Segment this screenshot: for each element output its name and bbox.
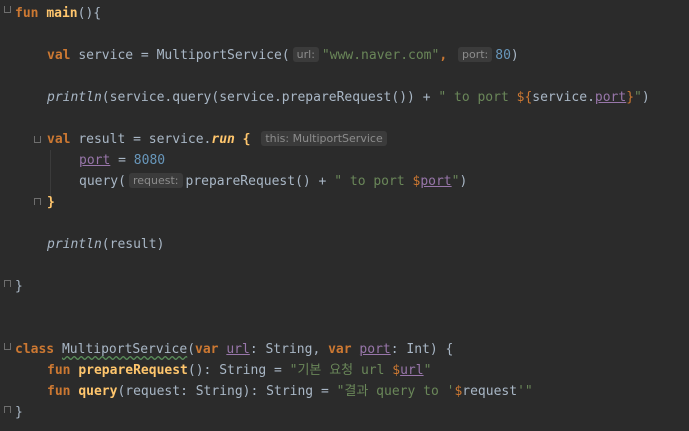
code-line-1[interactable]: fun main(){: [15, 4, 101, 24]
fold-marker-icon[interactable]: [4, 280, 11, 287]
fold-marker-icon[interactable]: [4, 6, 11, 13]
keyword: fun: [47, 363, 71, 378]
code-line-12[interactable]: fun query(request: String): String = "결과…: [47, 382, 533, 402]
code-text: (: [281, 48, 290, 63]
class-name: MultiportService: [61, 342, 188, 357]
code-line-9[interactable]: }: [15, 277, 23, 297]
editor-gutter: [0, 0, 14, 431]
property-ref: port: [594, 90, 627, 105]
code-text: ,: [439, 48, 455, 63]
fold-marker-icon[interactable]: [34, 136, 41, 143]
string-literal: "결과 query to ': [336, 384, 455, 399]
code-text: prepareRequest() +: [185, 174, 335, 189]
function-call: println: [47, 90, 102, 105]
code-text: (): String =: [187, 363, 290, 378]
string-literal: ": [423, 363, 432, 378]
lambda-brace: {: [234, 132, 259, 147]
code-text: : String,: [249, 342, 329, 357]
code-text: (result): [101, 237, 165, 252]
keyword: val: [47, 132, 71, 147]
keyword: fun: [15, 6, 39, 21]
template-dollar: $: [412, 174, 421, 189]
template-dollar: $: [454, 384, 463, 399]
template-brace: }: [626, 90, 635, 105]
inlay-hint: url:: [292, 47, 319, 62]
template-dollar: $: [392, 363, 401, 378]
keyword: class: [15, 342, 55, 357]
keyword: var: [328, 342, 352, 357]
string-literal: " to port: [334, 174, 413, 189]
code-text: }: [15, 405, 23, 420]
code-text: ): [459, 174, 468, 189]
function-call: println: [47, 237, 102, 252]
string-literal: ": [451, 174, 460, 189]
property-ref: port: [420, 174, 452, 189]
code-line-6[interactable]: query(request:prepareRequest() + " to po…: [79, 172, 467, 192]
code-text: = service.: [125, 132, 212, 147]
indent-guide: [50, 150, 51, 198]
keyword: fun: [47, 384, 71, 399]
code-text: (: [187, 342, 196, 357]
code-text: }: [15, 279, 23, 294]
string-literal: ": [634, 90, 642, 105]
code-text: (request: String): String =: [117, 384, 337, 399]
code-text: ): [641, 90, 650, 105]
code-text: (service.query(service.prepareRequest())…: [101, 90, 439, 105]
code-text: =: [110, 153, 134, 168]
code-line-7[interactable]: }: [47, 193, 55, 213]
code-text: ): [510, 48, 519, 63]
function-call: run: [211, 132, 235, 147]
keyword: val: [47, 48, 71, 63]
class-name: MultiportService: [156, 48, 282, 63]
string-literal: " to port: [438, 90, 517, 105]
code-line-11[interactable]: fun prepareRequest(): String = "기본 요청 ur…: [47, 361, 431, 381]
variable-name: service: [78, 48, 134, 63]
code-line-13[interactable]: }: [15, 403, 23, 423]
fold-marker-icon[interactable]: [4, 406, 11, 413]
inlay-hint: port:: [457, 47, 493, 62]
code-text: service.: [532, 90, 595, 105]
property-ref: url: [400, 363, 424, 378]
property-ref: port: [79, 153, 111, 168]
keyword: var: [195, 342, 219, 357]
number-literal: 80: [495, 48, 511, 63]
code-text: =: [133, 48, 157, 63]
inlay-hint: request:: [128, 173, 183, 188]
function-name: main: [46, 6, 78, 21]
property-decl: url: [226, 342, 250, 357]
code-line-2[interactable]: val service = MultiportService(url:"www.…: [47, 46, 519, 66]
code-text: : Int) {: [390, 342, 454, 357]
code-line-5[interactable]: port = 8080: [79, 151, 165, 171]
lambda-brace: }: [47, 195, 55, 210]
string-literal: "기본 요청 url: [289, 363, 393, 378]
code-line-3[interactable]: println(service.query(service.prepareReq…: [47, 88, 650, 108]
code-line-4[interactable]: val result = service.run { this: Multipo…: [47, 130, 390, 150]
code-line-8[interactable]: println(result): [47, 235, 164, 255]
code-text: (){: [77, 6, 102, 21]
function-name: prepareRequest: [78, 363, 188, 378]
number-literal: 8080: [133, 153, 166, 168]
variable-name: result: [78, 132, 126, 147]
property-decl: port: [359, 342, 391, 357]
string-literal: '": [517, 384, 533, 399]
code-text: request: [462, 384, 518, 399]
code-line-10[interactable]: class MultiportService(var url: String, …: [15, 340, 453, 360]
function-name: query: [78, 384, 118, 399]
fold-marker-icon[interactable]: [4, 343, 11, 350]
template-brace: ${: [516, 90, 533, 105]
code-text: query(: [79, 174, 126, 189]
string-literal: "www.naver.com": [321, 48, 440, 63]
fold-marker-icon[interactable]: [34, 198, 41, 205]
inlay-hint: this: MultiportService: [261, 131, 387, 146]
